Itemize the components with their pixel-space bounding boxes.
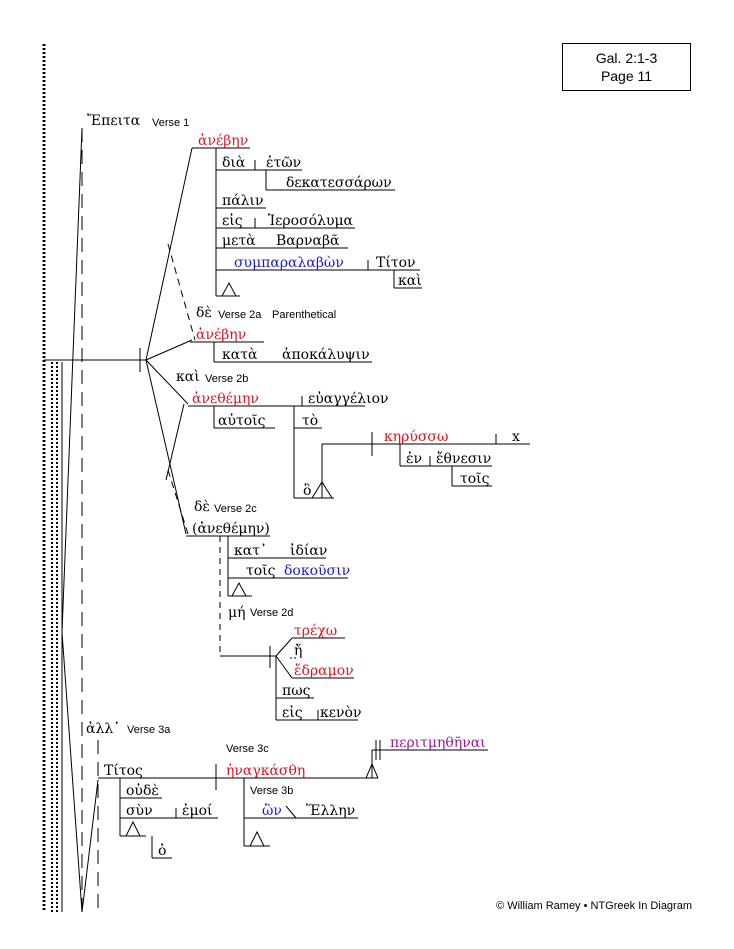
word-ierosolyma: Ἱεροσόλυμα <box>268 213 354 229</box>
word-kai: καὶ <box>398 273 422 289</box>
word-ho-3: ὁ <box>158 843 167 859</box>
word-emoi: ἐμοί <box>182 803 213 819</box>
label-verse-3a: Verse 3a <box>127 724 171 736</box>
word-dekatessarwn: δεκατεσσάρων <box>286 175 392 191</box>
copyright-footer: © William Ramey • NTGreek In Diagram <box>496 900 692 912</box>
verb-trexw: τρέχω <box>294 623 338 639</box>
passage-reference-box: Gal. 2:1-3 Page 11 <box>562 43 691 91</box>
label-verse-2b: Verse 2b <box>205 373 249 385</box>
infinitive-peritmhthhnai: περιτμηθῆναι <box>390 735 486 751</box>
word-titon: Τίτον <box>376 255 416 271</box>
verb-anethemhn-implied: (ἀνεθέμην) <box>192 521 270 537</box>
word-tois-2c: τοῖς <box>246 563 276 579</box>
participle-wn: ὢν <box>262 803 282 819</box>
participle-dokousin: δοκοῦσιν <box>284 563 351 579</box>
word-apokalypsin: ἀποκάλυψιν <box>282 347 370 363</box>
word-de-2c: δὲ <box>194 499 210 515</box>
label-verse-2c: Verse 2c <box>214 503 257 515</box>
word-eis-2d: εἰς <box>282 705 303 721</box>
word-kat: κατ᾽ <box>234 543 267 559</box>
verb-anebhn: ἀνέβην <box>198 133 249 149</box>
page-number: Page 11 <box>600 68 653 84</box>
word-autois: αὐτοῖς <box>218 413 266 429</box>
word-oude: οὐδὲ <box>126 783 159 799</box>
word-palin: πάλιν <box>222 193 264 209</box>
label-verse-3c: Verse 3c <box>226 743 269 755</box>
word-dia: διὰ <box>222 155 246 171</box>
word-kata: κατὰ <box>222 347 258 363</box>
word-epeita: Ἔπειτα <box>87 113 141 129</box>
word-eis: εἰς <box>222 213 243 229</box>
word-pws: πως <box>282 683 311 699</box>
word-ellhn: Ἕλλην <box>306 803 356 819</box>
word-euaggelion: εὐαγγέλιον <box>308 391 389 407</box>
label-parenthetical: Parenthetical <box>272 309 337 321</box>
label-verse-2a: Verse 2a <box>218 309 262 321</box>
label-verse-2d: Verse 2d <box>250 607 294 619</box>
word-h: ἤ <box>294 643 303 659</box>
word-kai-2b: καὶ <box>176 369 200 385</box>
word-idian: ἰδίαν <box>290 543 328 559</box>
word-to: τὸ <box>302 413 319 429</box>
word-kenon: κενὸν <box>320 705 362 721</box>
word-en: ἐν <box>406 451 423 467</box>
word-ho: ὃ <box>303 483 312 499</box>
word-syn: σὺν <box>126 803 153 819</box>
verb-anebhn-2: ἀνέβην <box>196 327 247 343</box>
participle-symparalabwn: συμπαραλαβὼν <box>234 255 344 271</box>
verb-hnagkasthh: ἠναγκάσθη <box>226 763 306 779</box>
label-verse-1: Verse 1 <box>152 117 190 129</box>
verb-edramon: ἔδραμον <box>294 663 354 679</box>
word-etwn: ἐτῶν <box>266 155 302 171</box>
verb-kryssw: κηρύσσω <box>384 429 449 445</box>
word-tois: τοῖς <box>460 471 490 487</box>
word-barnaba: Βαρναβᾶ <box>276 233 340 249</box>
word-all: ἀλλ᾽ <box>86 721 121 737</box>
word-ethnesin: ἔθνεσιν <box>436 451 492 467</box>
label-verse-3b: Verse 3b <box>250 785 294 797</box>
word-meta: μετὰ <box>222 233 256 249</box>
passage-reference: Gal. 2:1-3 <box>595 50 658 66</box>
verb-anethemhn: ἀνεθέμην <box>192 391 259 407</box>
word-mh: μή <box>228 605 246 621</box>
word-de: δὲ <box>196 305 212 321</box>
word-titos: Τίτος <box>104 763 143 779</box>
word-x: x <box>512 429 520 445</box>
